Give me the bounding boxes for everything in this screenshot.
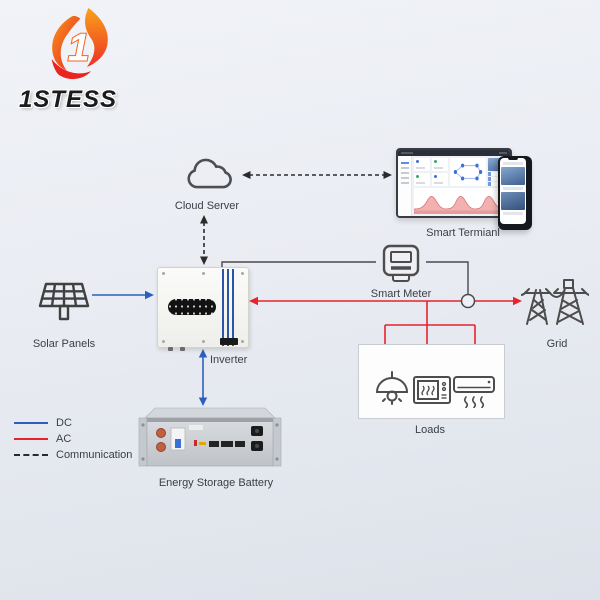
- legend-item-communication: Communication: [14, 447, 132, 463]
- smart-terminal: [396, 146, 534, 230]
- dashboard-area-chart: [414, 188, 508, 214]
- inverter-display: [168, 299, 216, 315]
- phone-photo-1: [501, 167, 525, 185]
- air-conditioner-icon: [453, 376, 495, 408]
- svg-text:1: 1: [68, 25, 90, 69]
- smart-meter-icon: [382, 244, 420, 282]
- communication-line-swatch: [14, 454, 48, 456]
- dashboard-topbar: [398, 150, 510, 156]
- dc-line-solar-to-inverter: [92, 290, 154, 300]
- legend-item-dc: DC: [14, 415, 132, 431]
- solar-panels-icon: [38, 282, 90, 321]
- legend-communication-label: Communication: [56, 449, 133, 461]
- dashboard-flow-diagram: [450, 158, 486, 186]
- grid-label: Grid: [546, 338, 568, 350]
- solar-panels-label: Solar Panels: [32, 338, 96, 350]
- battery-label: Energy Storage Battery: [158, 477, 274, 489]
- energy-storage-battery: [138, 407, 282, 467]
- terminal-phone: [498, 156, 532, 230]
- flame-logo-icon: 1: [51, 8, 108, 80]
- terminal-laptop-screen: [396, 148, 512, 218]
- dc-line-inverter-battery: [198, 349, 208, 406]
- legend-dc-label: DC: [56, 417, 72, 429]
- ct-sensor-node: [460, 293, 476, 309]
- phone-notch: [508, 158, 518, 160]
- microwave-icon: [413, 376, 451, 404]
- legend-ac-label: AC: [56, 433, 72, 445]
- grid-towers-icon: [521, 279, 589, 325]
- smart-terminal-label: Smart Termianl: [426, 227, 500, 239]
- dashboard-stat-cards: [414, 158, 448, 186]
- smart-meter-label: Smart Meter: [370, 288, 432, 300]
- phone-photo-2: [501, 192, 525, 210]
- lamp-icon: [375, 371, 409, 405]
- legend-item-ac: AC: [14, 431, 132, 447]
- brand-name: 1STESS: [18, 86, 118, 113]
- comm-line-cloud-inverter: [200, 215, 208, 265]
- dc-line-swatch: [14, 422, 48, 424]
- ac-line-swatch: [14, 438, 48, 440]
- legend: DC AC Communication: [14, 415, 132, 463]
- inverter: [157, 267, 249, 351]
- cloud-server-icon: [187, 158, 232, 189]
- comm-line-cloud-terminal: [242, 171, 392, 179]
- dashboard-sidebar: [398, 156, 412, 216]
- cloud-server-label: Cloud Server: [174, 200, 240, 212]
- comm-line-inverter-meter: [221, 261, 469, 295]
- inverter-dc-switch: [220, 338, 238, 345]
- logo: 1 1STESS: [0, 0, 140, 120]
- loads-label: Loads: [415, 424, 445, 436]
- inverter-label: Inverter: [210, 354, 248, 366]
